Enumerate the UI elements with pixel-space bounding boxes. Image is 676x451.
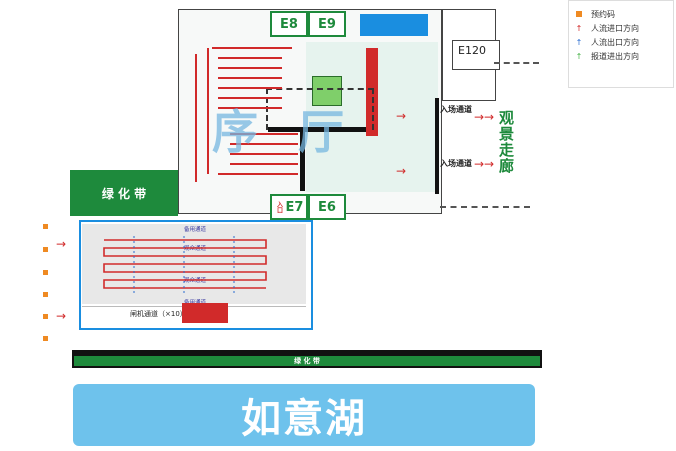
legend-label: 人流出口方向 [591,37,639,47]
red-arrow-icon: ↑ [575,23,583,33]
screen-block [360,14,428,36]
gate-e6[interactable]: E6 [308,194,346,220]
gate-e9[interactable]: E9 [308,11,346,37]
orange-square-icon [573,10,585,19]
legend-label: 人流进口方向 [591,23,639,33]
reservation-marker-2 [43,247,48,252]
viewing-corridor-label: 观景走廊 [497,110,515,174]
entry-gate-bar [435,98,439,194]
lake-label: 如意湖 [73,384,535,446]
reservation-marker-6 [43,336,48,341]
entry-arrow-2: →→ [474,157,495,171]
gate-e7-entry-label: 入口 [275,201,283,213]
reservation-marker-1 [43,224,48,229]
reservation-marker-4 [43,292,48,297]
wall-vertical [300,127,305,191]
green-arrow-icon: ↑ [575,51,583,61]
reservation-marker-3 [43,270,48,275]
lane-label-3: 观众通道 [184,278,207,284]
gate-e8[interactable]: E8 [270,11,308,37]
queue-lanes-top [195,47,298,182]
gate-lane-label: 闸机通道（×10） [130,310,187,318]
gate-e7-label: E7 [285,199,304,215]
legend-item-report: ↑ 报道进出方向 [573,49,669,63]
legend-item-entry: ↑ 人流进口方向 [573,21,669,35]
gate-e7[interactable]: 入口 E7 [270,194,308,220]
reservation-marker-5 [43,314,48,319]
blue-arrow-icon: ↑ [575,37,583,47]
entry-passage-label-2: 入场通道 [440,159,472,168]
fence-line [440,206,530,208]
wall-horizontal [268,127,366,132]
annex-building-2 [452,40,500,70]
legend-item-reservation: 预约码 [573,7,669,21]
legend-item-exit: ↑ 人流出口方向 [573,35,669,49]
queue-in-arrow-2: → [56,309,67,323]
green-belt-left: 绿 化 带 [70,170,178,216]
info-kiosk [312,76,342,106]
queue-lanes-bottom [103,236,267,294]
queue-in-arrow-1: → [56,237,67,251]
hall-watermark: 序厅 [212,105,384,159]
hall-arrow-2: → [396,164,407,178]
entry-passage-label-1: 入场通道 [440,105,472,114]
legend-label: 预约码 [591,9,615,19]
green-belt-bottom: 绿 化 带 [74,356,540,366]
fence-line-2 [494,62,539,64]
gate-e120[interactable]: E120 [458,44,486,57]
legend-label: 报道进出方向 [591,51,639,61]
hall-arrow-1: → [396,109,407,123]
entry-arrow-1: →→ [474,110,495,124]
legend: 预约码 ↑ 人流进口方向 ↑ 人流出口方向 ↑ 报道进出方向 [568,0,674,88]
lane-label-2: 观众通道 [184,246,207,252]
lane-label-1: 备用通道 [184,227,207,233]
turnstile-block [182,303,228,323]
